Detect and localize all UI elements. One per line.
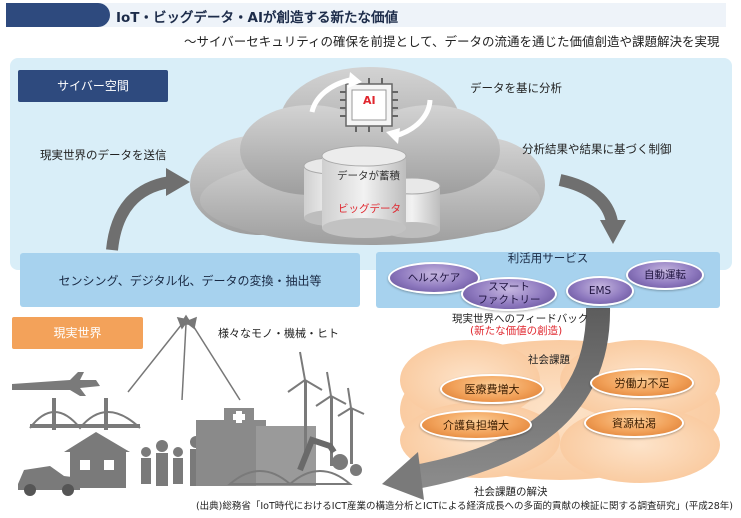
- issue-care-burden: 介護負担増大: [420, 410, 532, 440]
- ai-label: AI: [363, 94, 376, 107]
- send-arrow-icon: [106, 168, 190, 251]
- analysis-label: データを基に分析: [470, 81, 562, 95]
- service-title: 利活用サービス: [507, 251, 589, 265]
- stored-label: データが蓄積: [337, 170, 400, 182]
- social-issues-title: 社会課題: [528, 354, 570, 366]
- source-caption: (出典)総務省「IoT時代におけるICT産業の構造分析とICTによる経済成長への…: [195, 501, 733, 512]
- car-icon: [18, 466, 80, 490]
- issue-labor-shortage: 労働力不足: [590, 368, 694, 398]
- real-world-label: 現実世界: [12, 317, 143, 349]
- resolution-label: 社会課題の解決: [474, 486, 548, 498]
- control-label: 分析結果や結果に基づく制御: [522, 142, 672, 156]
- feedback-label: 現実世界へのフィードバック: [452, 313, 589, 325]
- data-up-arrows: [127, 314, 241, 401]
- ai-chip-icon: [340, 78, 398, 132]
- service-autonomous-driving: 自動運転: [626, 260, 704, 290]
- real-world-illustration: [12, 351, 365, 496]
- feedback-sub-label: (新たな価値の創造): [470, 325, 563, 337]
- things-label: 様々なモノ・機械・ヒト: [218, 327, 339, 340]
- page-subtitle: 〜サイバーセキュリティの確保を前提として、データの流通を通じた価値創造や課題解決…: [184, 34, 720, 49]
- gear-icon: [332, 454, 348, 470]
- cycle-arrows-icon: [309, 77, 433, 139]
- page-title: IoT・ビッグデータ・AIが創造する新たな価値: [116, 10, 398, 26]
- title-bar: [6, 3, 726, 27]
- airplane-icon: [12, 372, 100, 396]
- issue-resource-depletion: 資源枯渇: [584, 408, 684, 438]
- service-smart-factory: スマート ファクトリー: [461, 277, 557, 311]
- control-arrow-icon: [558, 174, 626, 244]
- issue-medical-cost: 医療費増大: [440, 374, 544, 404]
- cyber-space-label: サイバー空間: [18, 70, 168, 102]
- service-ems: EMS: [566, 276, 634, 306]
- sensing-box: [20, 253, 360, 307]
- sensing-label: センシング、デジタル化、データの変換・抽出等: [58, 274, 322, 288]
- title-accent: [6, 3, 110, 27]
- database-icon: [303, 145, 441, 238]
- send-data-label: 現実世界のデータを送信: [40, 148, 167, 162]
- bigdata-label: ビッグデータ: [338, 203, 401, 215]
- feedback-arrow-icon: [382, 305, 611, 500]
